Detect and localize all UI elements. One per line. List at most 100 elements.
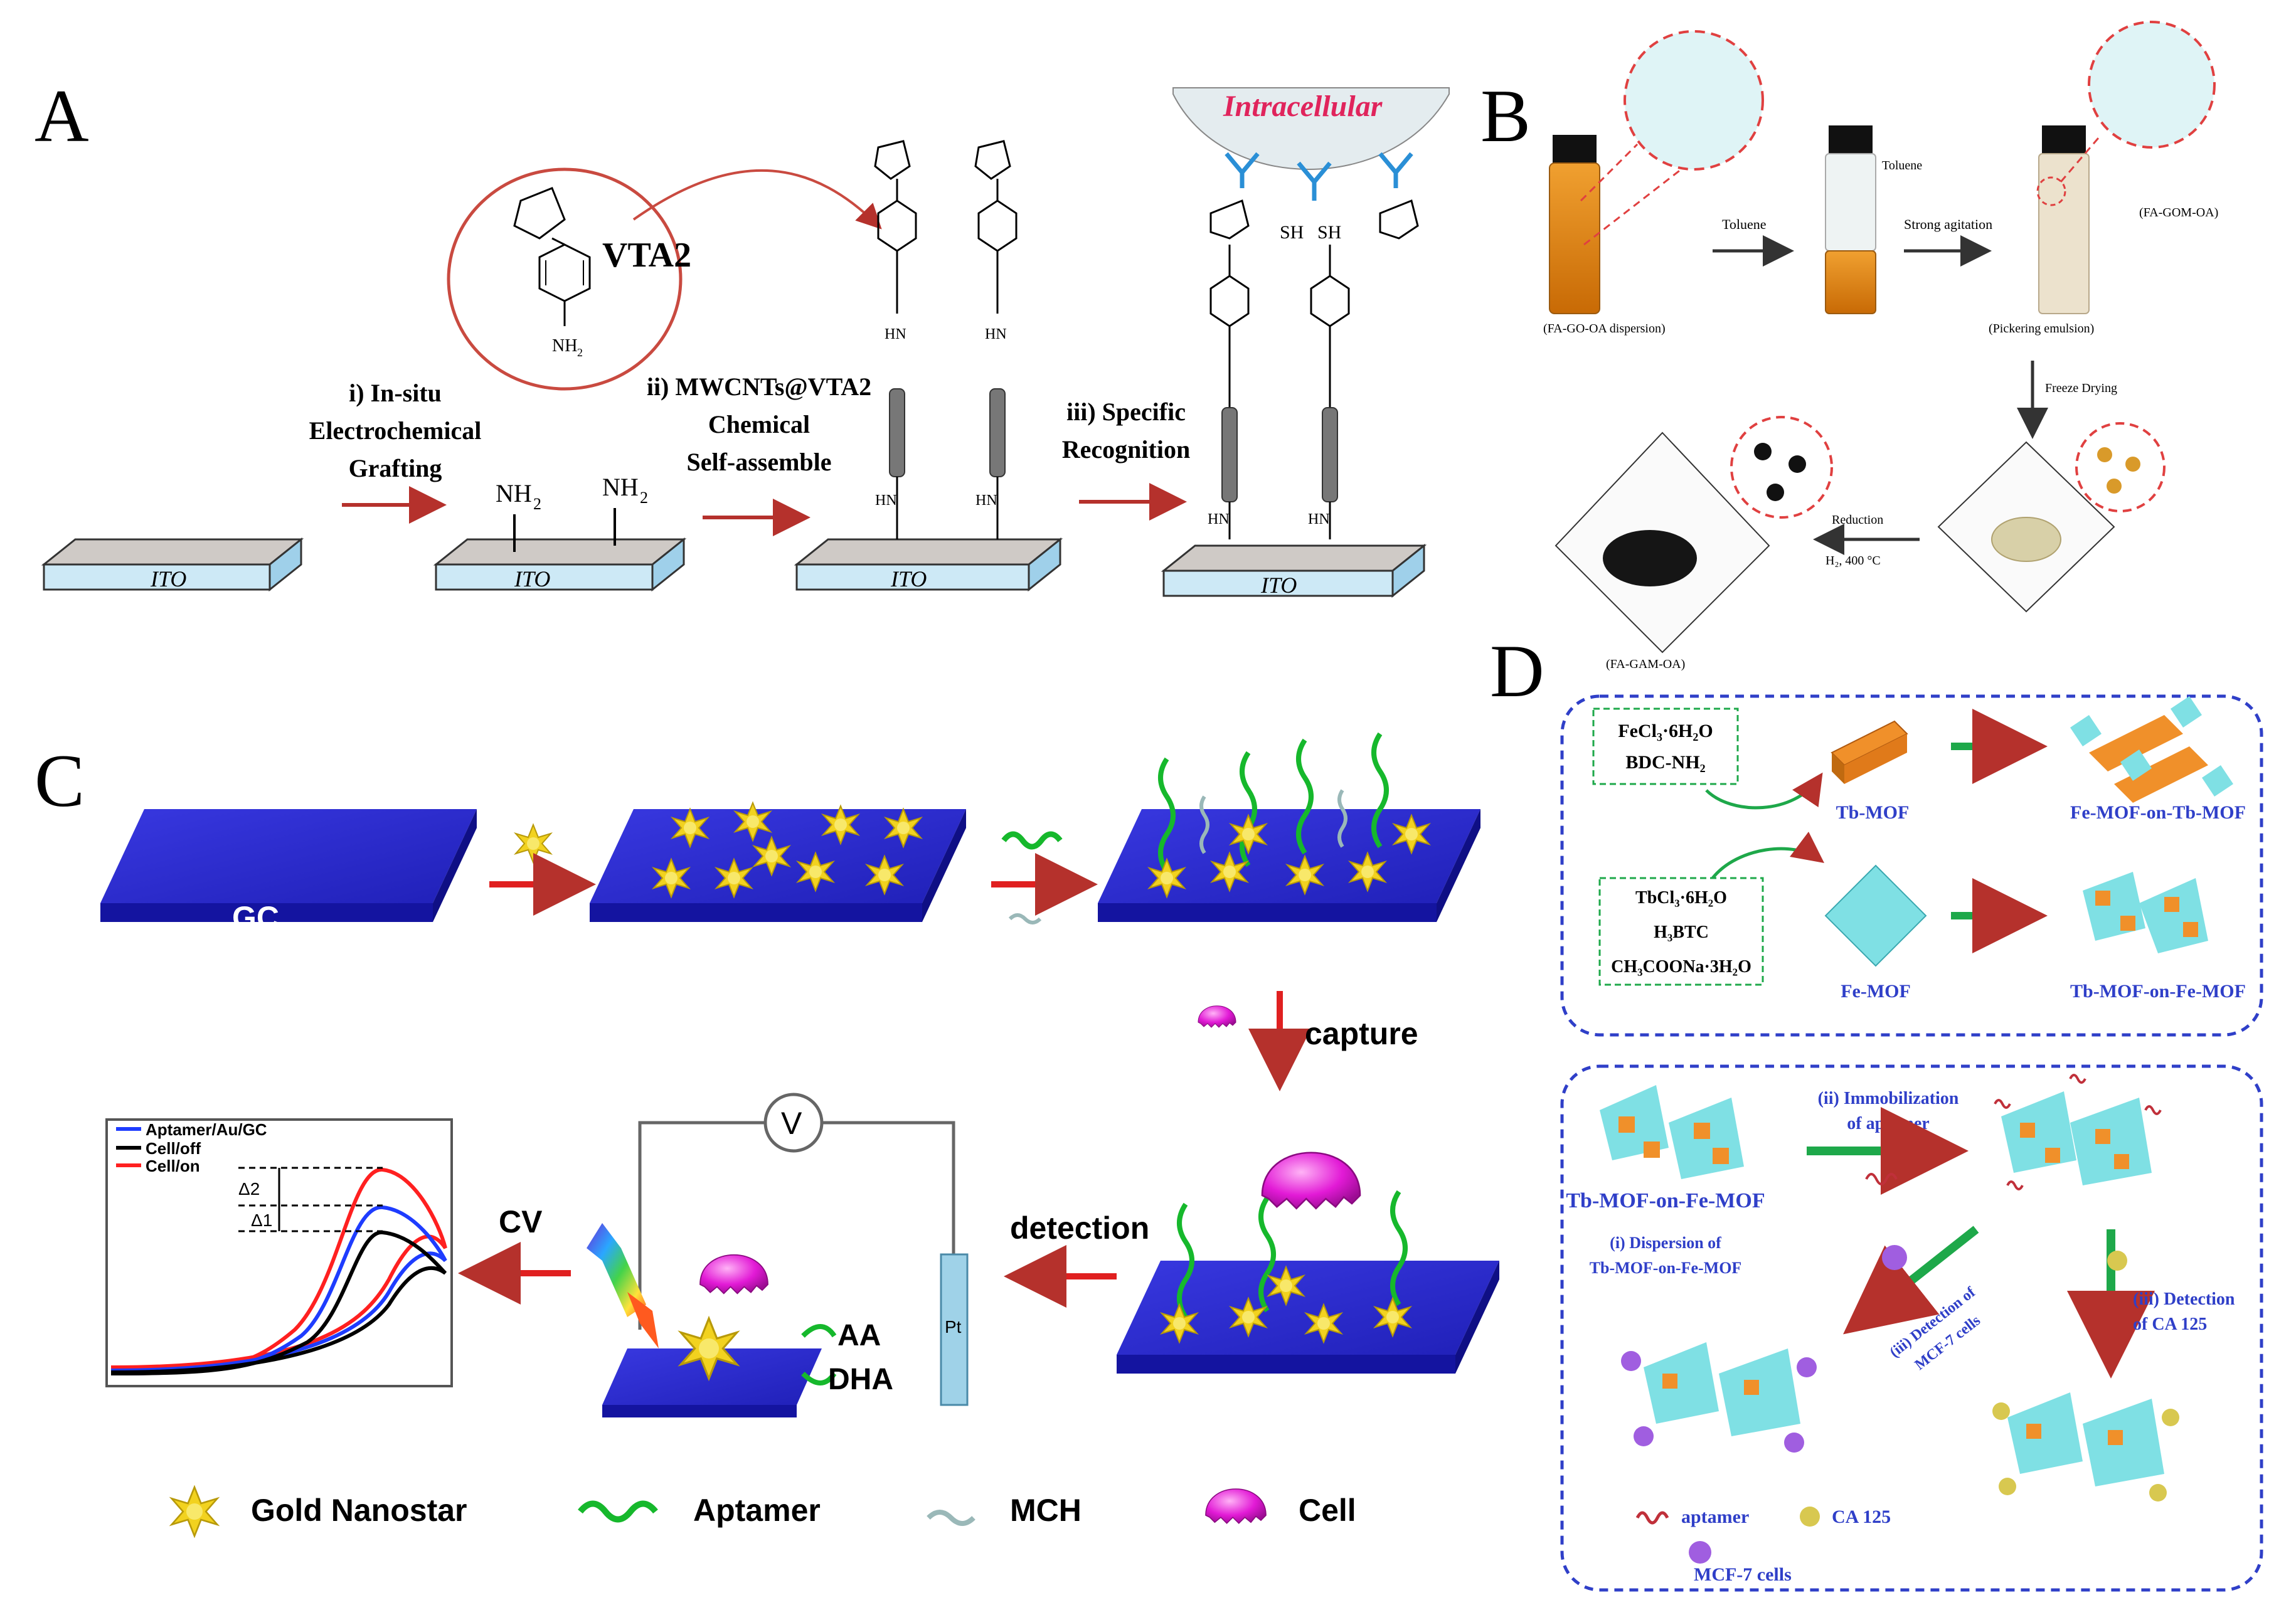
panel-b-letter: B [1480, 74, 1531, 157]
vial-2: Toluene [1825, 125, 1922, 314]
tb-on-fe-label-2: Tb-MOF-on-Fe-MOF [1566, 1189, 1765, 1212]
tb-mof-label: Tb-MOF [1836, 802, 1910, 823]
pickering-label: (Pickering emulsion) [1989, 322, 2094, 336]
captured-cell-plate [1117, 1152, 1499, 1374]
sh-1: SH [1280, 222, 1304, 243]
hn-bot-3: HN [1208, 511, 1230, 527]
gc-plate: GC [100, 809, 477, 935]
d-box-top [1560, 694, 2263, 1037]
fe-mof-label: Fe-MOF [1841, 981, 1911, 1002]
c-mch-icon [1008, 913, 1042, 924]
ito-label-4: ITO [1260, 573, 1297, 598]
vta2-label: VTA2 [602, 236, 691, 275]
ca125-icon [2107, 1251, 2127, 1271]
toluene-arrow-label: Toluene [1722, 216, 1767, 232]
svg-text:2: 2 [533, 495, 541, 513]
fe-on-tb-label: Fe-MOF-on-Tb-MOF [2070, 802, 2246, 823]
c-aptamer-icon [1001, 831, 1063, 850]
capture-label: capture [1305, 1016, 1418, 1051]
legend-cell-off: Cell/off [146, 1139, 201, 1158]
d-box-bottom [1560, 1064, 2263, 1592]
fa-go-oa-label: (FA-GO-OA dispersion) [1543, 322, 1666, 336]
det-ca-line2: of CA 125 [2133, 1315, 2207, 1334]
svg-text:2: 2 [577, 346, 583, 359]
mcf7-icon [1882, 1245, 1907, 1270]
legend-aptamer-icon [1635, 1511, 1669, 1525]
det-ca-line1: (iii) Detection [2133, 1290, 2235, 1309]
fa-gam-oa-label: (FA-GAM-OA) [1606, 657, 1685, 671]
cv-label: CV [499, 1204, 543, 1239]
ito-label-3: ITO [890, 566, 927, 591]
fe-on-tb-cluster [2070, 696, 2233, 803]
delta2-label: Δ2 [238, 1179, 260, 1199]
svg-text:NH: NH [552, 336, 577, 356]
legend-ca-d: CA 125 [1832, 1507, 1891, 1527]
pt-label: Pt [945, 1317, 962, 1337]
tb-on-fe-cluster-1 [2083, 872, 2208, 953]
panel-d: D FeCl₃·6H₂O BDC-NH₂ Tb-MOF Fe-MOF-on-Tb… [1490, 629, 2263, 1592]
nh2-2: NH [602, 473, 639, 501]
detection-label: detection [1010, 1210, 1149, 1246]
aa-label: AA [837, 1319, 881, 1352]
sh-2: SH [1317, 222, 1341, 243]
reduction-label: Reduction [1832, 513, 1883, 527]
freeze-drying-label: Freeze Drying [2045, 381, 2117, 395]
mcf7-bound-cluster [1621, 1342, 1817, 1453]
ca125-bound-cluster [1992, 1392, 2179, 1502]
gc-label: GC [232, 900, 279, 935]
step2-line2: Chemical [708, 410, 810, 438]
hn-bot-4: HN [1308, 511, 1330, 527]
aptamer-mof-cluster [1994, 1074, 2162, 1190]
step1-line2: Electrochemical [309, 416, 482, 445]
panel-a-letter: A [35, 74, 89, 157]
vial-3: (FA-GOM-OA) (Pickering emulsion) [1989, 21, 2218, 336]
aerogel-prism-2: (FA-GAM-OA) [1555, 416, 1833, 671]
ito-plate-3: ITO HN HN HN HN [794, 140, 1063, 592]
aerogel-prism-1 [1937, 422, 2166, 613]
h2-temp-label: H₂, 400 °C [1826, 554, 1881, 568]
hn-bot-2: HN [975, 492, 997, 509]
reagent-ch3coona: CH₃COONa·3H₂O [1611, 957, 1751, 977]
reagent-h3btc: H₃BTC [1654, 923, 1709, 942]
hn-top-1: HN [885, 326, 906, 342]
ito-label-2: ITO [514, 566, 550, 591]
reagent-fecl3: FeCl₃·6H₂O [1618, 721, 1713, 741]
gold-nanostar-plate [590, 802, 966, 922]
vta2-molecule: NH 2 VTA2 [447, 167, 882, 391]
cv-plot: Aptamer/Au/GC Cell/off Cell/on Δ2 Δ1 [105, 1118, 453, 1387]
step2-line3: Self-assemble [686, 448, 831, 476]
step2-line1: ii) MWCNTs@VTA2 [647, 373, 871, 401]
legend-cell: Cell [1299, 1493, 1356, 1528]
tb-on-fe-label-1: Tb-MOF-on-Fe-MOF [2070, 981, 2246, 1002]
d-arrow-mcf [1843, 1226, 1979, 1335]
c-legend: Gold Nanostar Aptamer MCH Cell [171, 1486, 1356, 1537]
step1-line3: Grafting [349, 454, 442, 482]
legend-cell-on: Cell/on [146, 1157, 200, 1175]
ito-plate-1: ITO [41, 537, 304, 592]
fe-mof-octahedron [1824, 864, 1927, 967]
panel-c-letter: C [35, 739, 85, 822]
legend-mcf-d: MCF-7 cells [1694, 1564, 1792, 1585]
reagent-bdc: BDC-NH₂ [1625, 752, 1705, 773]
immob-line1: (ii) Immobilization [1818, 1089, 1959, 1108]
aptamer-plate [1098, 732, 1480, 922]
reagent-tbcl3: TbCl₃·6H₂O [1635, 888, 1727, 908]
panel-c: C GC [35, 732, 1499, 1537]
dispersion-line2: Tb-MOF-on-Fe-MOF [1590, 1259, 1742, 1277]
toluene-vial-label: Toluene [1882, 159, 1922, 172]
dha-label: DHA [828, 1363, 893, 1396]
immob-line2: of aptamer [1847, 1114, 1929, 1133]
ito-label-1: ITO [150, 566, 186, 591]
legend-mch: MCH [1010, 1493, 1082, 1528]
step3-line1: iii) Specific [1066, 398, 1186, 426]
panel-b: B (FA-GO-OA dispersion) Toluene Toluene … [1480, 21, 2218, 671]
legend-gold-nanostar: Gold Nanostar [251, 1493, 467, 1528]
hn-top-2: HN [985, 326, 1007, 342]
ito-plate-2: ITO NH 2 NH 2 [433, 473, 687, 592]
legend-aptamer: Aptamer [693, 1493, 821, 1528]
ito-plate-4: Intracellular SH SH HN HN ITO [1161, 87, 1450, 598]
legend-ca-icon [1800, 1507, 1820, 1527]
delta1-label: Δ1 [251, 1210, 272, 1230]
hn-bot-1: HN [875, 492, 897, 509]
